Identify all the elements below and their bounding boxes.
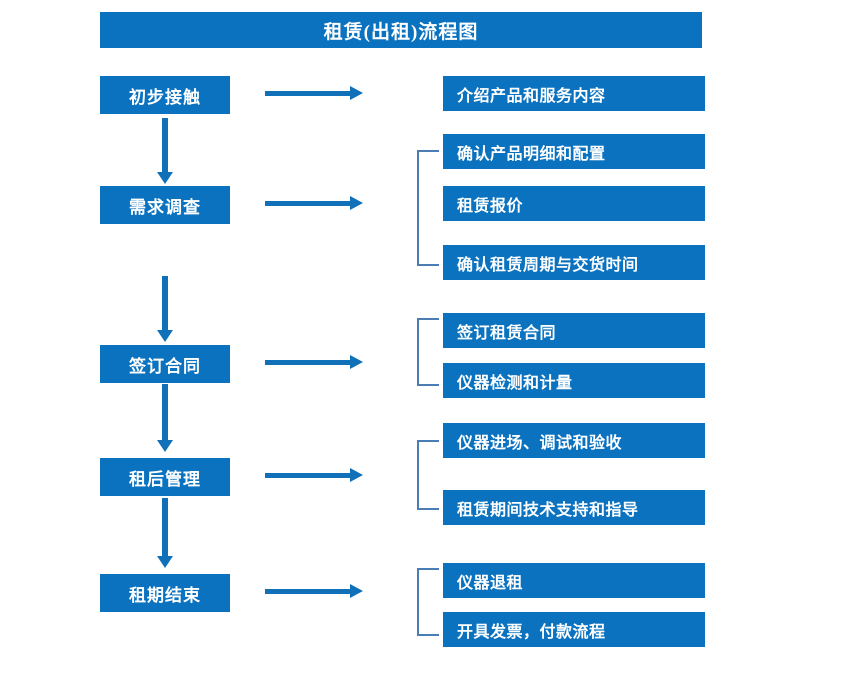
detail-box-2[interactable]: 确认产品明细和配置 bbox=[443, 134, 705, 169]
flow-arrow-right-1 bbox=[265, 86, 363, 100]
arrow-head bbox=[350, 196, 363, 210]
flow-arrow-right-5 bbox=[265, 584, 363, 598]
group-bracket-4 bbox=[417, 440, 439, 510]
arrow-shaft bbox=[265, 201, 351, 206]
flow-arrow-right-3 bbox=[265, 355, 363, 369]
arrow-shaft bbox=[162, 498, 168, 556]
arrow-shaft bbox=[265, 91, 351, 96]
stage-box-4[interactable]: 租后管理 bbox=[100, 458, 230, 496]
arrow-head bbox=[157, 556, 173, 568]
arrow-head bbox=[350, 86, 363, 100]
page-title: 租赁(出租)流程图 bbox=[100, 12, 702, 48]
arrow-shaft bbox=[162, 384, 168, 440]
arrow-shaft bbox=[162, 276, 168, 330]
detail-box-3[interactable]: 租赁报价 bbox=[443, 186, 705, 221]
detail-box-7[interactable]: 仪器进场、调试和验收 bbox=[443, 423, 705, 458]
arrow-head bbox=[157, 172, 173, 184]
detail-box-9[interactable]: 仪器退租 bbox=[443, 563, 705, 598]
stage-box-1[interactable]: 初步接触 bbox=[100, 76, 230, 114]
detail-box-10[interactable]: 开具发票，付款流程 bbox=[443, 612, 705, 647]
stage-box-2[interactable]: 需求调查 bbox=[100, 186, 230, 224]
detail-box-5[interactable]: 签订租赁合同 bbox=[443, 313, 705, 348]
arrow-shaft bbox=[162, 118, 168, 172]
arrow-head bbox=[157, 330, 173, 342]
vertical-arrow-1 bbox=[157, 118, 173, 184]
arrow-head bbox=[157, 440, 173, 452]
vertical-arrow-2 bbox=[157, 276, 173, 342]
detail-box-1[interactable]: 介绍产品和服务内容 bbox=[443, 76, 705, 111]
flow-arrow-right-4 bbox=[265, 468, 363, 482]
arrow-shaft bbox=[265, 473, 351, 478]
group-bracket-2 bbox=[417, 150, 439, 266]
group-bracket-3 bbox=[417, 318, 439, 386]
arrow-head bbox=[350, 468, 363, 482]
group-bracket-5 bbox=[417, 568, 439, 636]
arrow-head bbox=[350, 584, 363, 598]
stage-box-3[interactable]: 签订合同 bbox=[100, 345, 230, 383]
detail-box-6[interactable]: 仪器检测和计量 bbox=[443, 363, 705, 398]
arrow-shaft bbox=[265, 589, 351, 594]
arrow-shaft bbox=[265, 360, 351, 365]
stage-box-5[interactable]: 租期结束 bbox=[100, 574, 230, 612]
detail-box-4[interactable]: 确认租赁周期与交货时间 bbox=[443, 245, 705, 280]
arrow-head bbox=[350, 355, 363, 369]
vertical-arrow-4 bbox=[157, 498, 173, 568]
vertical-arrow-3 bbox=[157, 384, 173, 452]
detail-box-8[interactable]: 租赁期间技术支持和指导 bbox=[443, 490, 705, 525]
flow-arrow-right-2 bbox=[265, 196, 363, 210]
